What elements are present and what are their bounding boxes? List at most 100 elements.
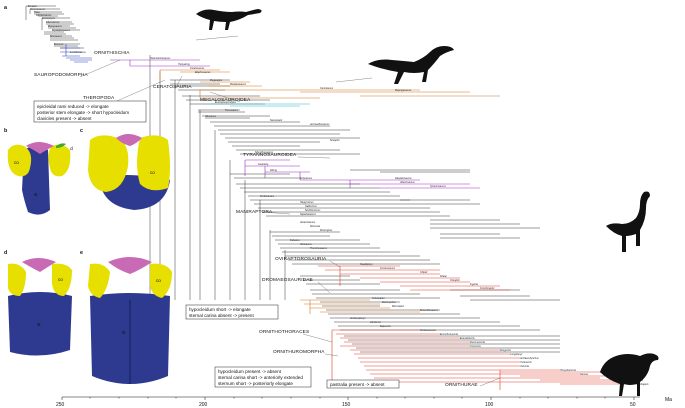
panel-letter-d: d [4, 250, 7, 256]
panel-letter-a: a [4, 5, 8, 11]
annotation-line: epicleidal rami reduced -> elongate [37, 104, 109, 109]
lineage-dromaeosauridae [300, 299, 420, 314]
coracoid-right-e [150, 263, 172, 298]
panel-letters: a b c d e [4, 5, 83, 256]
furcula-c [116, 134, 142, 146]
taxon-label: Nqwebasaurus [300, 213, 317, 216]
coracoid-right-c [137, 135, 170, 191]
annotation-ornithuromorpha: hypocleidum present -> absent sternal ca… [214, 366, 312, 388]
axis-tick-label: 50 [630, 402, 636, 408]
taxon-label: Alxasaurus [299, 243, 313, 246]
clade-label-ceratosauria: CERATOSAURIA [153, 84, 192, 90]
coracoid-left-d [8, 263, 26, 296]
clade-label-oviraptorosauria: OVIRAPTOROSAURIA [275, 256, 327, 262]
girdle-panel-e: co st [88, 257, 172, 384]
taxon-label: Eoraptor [28, 5, 37, 8]
taxon-label: Lesothosaurus [70, 51, 86, 54]
furcula-d [22, 258, 56, 272]
annotation-ornithothoraces: hypocleidum short -> elongate sternal ca… [185, 304, 279, 320]
taxon-label: Zupaysaurus [47, 25, 63, 28]
coracoid-left-e [88, 263, 110, 298]
taxon-label: Yixianornis [520, 361, 532, 364]
taxon-label: Confuciusornis [420, 329, 437, 332]
taxon-label: Mononykus [320, 229, 333, 232]
taxon-label: Cryolophosaurus [52, 29, 71, 32]
clavicle-b [56, 143, 66, 148]
clade-label-megalosauroidea: MEGALOSAUROIDEA [200, 97, 251, 103]
taxon-label: Sapeornis [380, 325, 392, 328]
lineage-ornithothoraces [331, 329, 620, 383]
taxon-label: Torvosaurus [225, 109, 239, 112]
girdle-panel-d: co st [8, 258, 72, 356]
annotation-line: hypocleidum short -> elongate [189, 307, 251, 312]
taxon-label: Heterodontosaurus [150, 57, 171, 60]
clade-label-ornithothoraces: ORNITHOTHORACES [259, 329, 309, 335]
label-connectors [79, 35, 501, 387]
axis-unit: Ma [665, 397, 672, 403]
annotation-line: posterior stem elongate -> short hypocle… [37, 110, 129, 115]
label-cl: cl [70, 146, 73, 151]
taxon-label: Struthiomimus [305, 209, 321, 212]
taxon-label: Carnotaurus [320, 87, 334, 90]
taxon-label: Pengornis [500, 349, 512, 352]
taxon-label: Ceratosaurus [190, 67, 205, 70]
taxon-label: Tianyulong [178, 63, 190, 66]
taxon-label: Sinornithosaurus [420, 309, 439, 312]
lineage-ceratosauria [159, 69, 262, 87]
taxon-label: Acrocanthosaurus [309, 123, 330, 126]
silhouette-oviraptor [606, 191, 650, 252]
taxon-label: Eoconfuciusornis [440, 333, 459, 336]
taxon-label: Dilophosaurus [36, 14, 52, 17]
taxon-label: Gansus [580, 373, 589, 376]
label-co: co [14, 160, 19, 165]
label-st: st [37, 322, 41, 327]
taxon-label: Liliensternus [46, 21, 60, 24]
taxon-label: Eustreptospondylus [215, 101, 237, 104]
taxon-label: Masiakasaurus [230, 83, 247, 86]
label-co: co [156, 278, 161, 283]
taxon-label: Neovenator [270, 119, 283, 122]
taxon-label: Citipati [420, 271, 428, 274]
taxon-label: Shenzhousaurus [255, 151, 274, 154]
annotation-line: sternal carina absent -> present [189, 313, 254, 318]
label-co: co [58, 277, 63, 282]
clade-label-maniraptora: MANIRAPTORA [236, 209, 273, 215]
taxon-label: Harpymimus [300, 201, 314, 204]
silhouette-plateosaurus [196, 9, 262, 30]
coracoid-left-c [88, 135, 129, 192]
annotation-line: pastralia present -> absent [330, 382, 385, 387]
axis-tick-label: 250 [56, 402, 65, 408]
taxon-label: Allosaurus [204, 115, 217, 118]
taxon-label: Daspletosaurus [395, 177, 412, 180]
taxon-label: Therizinosaurus [310, 247, 328, 250]
clade-label-dromaeosauridae: DROMAEOSAURIDAE [262, 277, 313, 283]
taxon-label: Sinraptor [330, 139, 340, 142]
taxon-label: Vegavis [640, 383, 649, 386]
panel-letter-c: c [80, 128, 83, 134]
taxon-label: Coelophysis [42, 17, 56, 20]
panel-letter-e: e [80, 250, 83, 256]
annotation-ornithurae: pastralia present -> absent [326, 379, 400, 389]
lineage-megalosauroidea [199, 89, 500, 99]
taxon-label: Dilong [270, 169, 277, 172]
lineage-oviraptorosauria [318, 265, 510, 291]
taxon-label: Shuvuuia [310, 225, 321, 228]
annotation-theropoda: epicleidal rami reduced -> elongate post… [33, 100, 147, 123]
taxon-label: Albertosaurus [399, 181, 416, 184]
annotation-line: sternum short -> posteriorly elongate [218, 381, 293, 386]
taxon-label: Tawa [34, 11, 40, 14]
taxon-label: Megaraptor [210, 79, 222, 82]
taxon-label: Velociraptor [372, 297, 385, 300]
label-st: st [122, 330, 126, 335]
axis-tick-label: 100 [485, 402, 494, 408]
taxon-label: Ornitholestes [260, 195, 275, 198]
taxon-label: Tyrannosaurus [430, 185, 447, 188]
furcula-e [108, 257, 152, 274]
taxon-label: Alvarezsaurus [299, 221, 316, 224]
taxon-label: Conchoraptor [480, 287, 495, 290]
taxon-label: Microraptor [392, 305, 404, 308]
taxon-label: Iberomesornis [470, 341, 486, 344]
silhouette-theropod [368, 46, 454, 84]
furcula-b [26, 142, 54, 154]
